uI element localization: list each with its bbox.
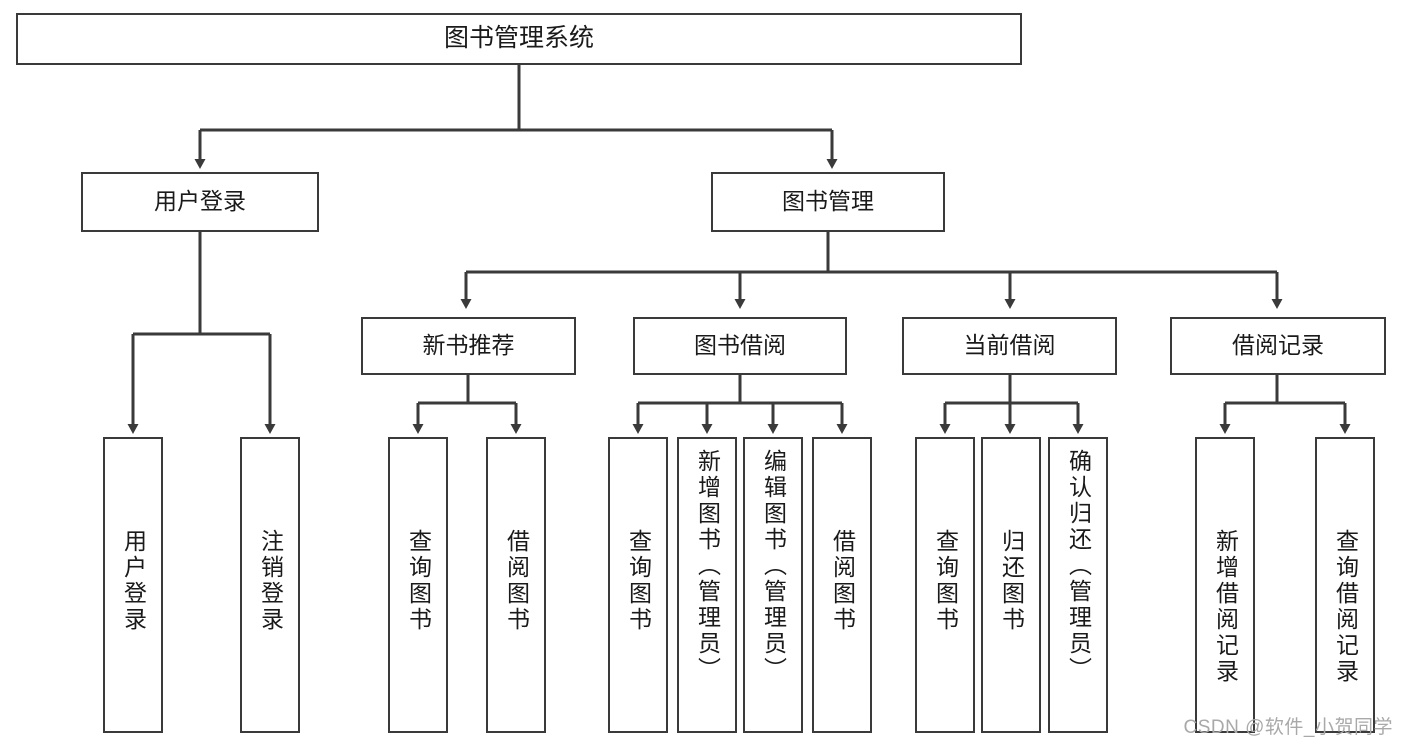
leaf-add-borrow-record[interactable]: 新增借阅记录 [1195,437,1255,733]
node-label: 确认归还（管理员） [1065,449,1092,683]
node-label: 查询图书 [625,529,652,633]
node-current-borrow[interactable]: 当前借阅 [902,317,1117,375]
leaf-return-book[interactable]: 归还图书 [981,437,1041,733]
node-label: 查询图书 [932,529,959,633]
node-label: 查询图书 [405,529,432,633]
node-label: 借阅记录 [1232,332,1324,359]
leaf-edit-book-admin[interactable]: 编辑图书（管理员） [743,437,803,733]
node-label: 图书管理系统 [443,24,594,53]
node-new-book-recommend[interactable]: 新书推荐 [361,317,576,375]
node-label: 编辑图书（管理员） [760,449,787,683]
node-label: 图书管理 [782,188,874,215]
watermark: CSDN @软件_小贺同学 [1183,717,1393,738]
leaf-user-login[interactable]: 用户登录 [103,437,163,733]
leaf-confirm-return-admin[interactable]: 确认归还（管理员） [1048,437,1108,733]
node-label: 借阅图书 [503,529,530,633]
node-label: 新增借阅记录 [1212,529,1239,685]
node-user-login[interactable]: 用户登录 [81,172,319,232]
node-label: 查询借阅记录 [1332,529,1359,685]
node-label: 新增图书（管理员） [694,449,721,683]
node-root-system[interactable]: 图书管理系统 [16,13,1022,65]
node-label: 用户登录 [154,188,246,215]
node-label: 注销登录 [257,529,284,633]
leaf-query-book-current[interactable]: 查询图书 [915,437,975,733]
node-label: 用户登录 [120,529,147,633]
node-label: 归还图书 [998,529,1025,633]
leaf-borrow-book-recommend[interactable]: 借阅图书 [486,437,546,733]
node-label: 新书推荐 [422,332,515,359]
node-book-management[interactable]: 图书管理 [711,172,945,232]
leaf-user-logout[interactable]: 注销登录 [240,437,300,733]
node-label: 借阅图书 [829,529,856,633]
leaf-query-book-recommend[interactable]: 查询图书 [388,437,448,733]
node-borrow-record[interactable]: 借阅记录 [1170,317,1386,375]
leaf-borrow-book[interactable]: 借阅图书 [812,437,872,733]
leaf-query-book-borrow[interactable]: 查询图书 [608,437,668,733]
node-label: 当前借阅 [963,332,1056,359]
node-label: 图书借阅 [694,332,786,359]
leaf-query-borrow-record[interactable]: 查询借阅记录 [1315,437,1375,733]
leaf-add-book-admin[interactable]: 新增图书（管理员） [677,437,737,733]
node-book-borrow[interactable]: 图书借阅 [633,317,847,375]
